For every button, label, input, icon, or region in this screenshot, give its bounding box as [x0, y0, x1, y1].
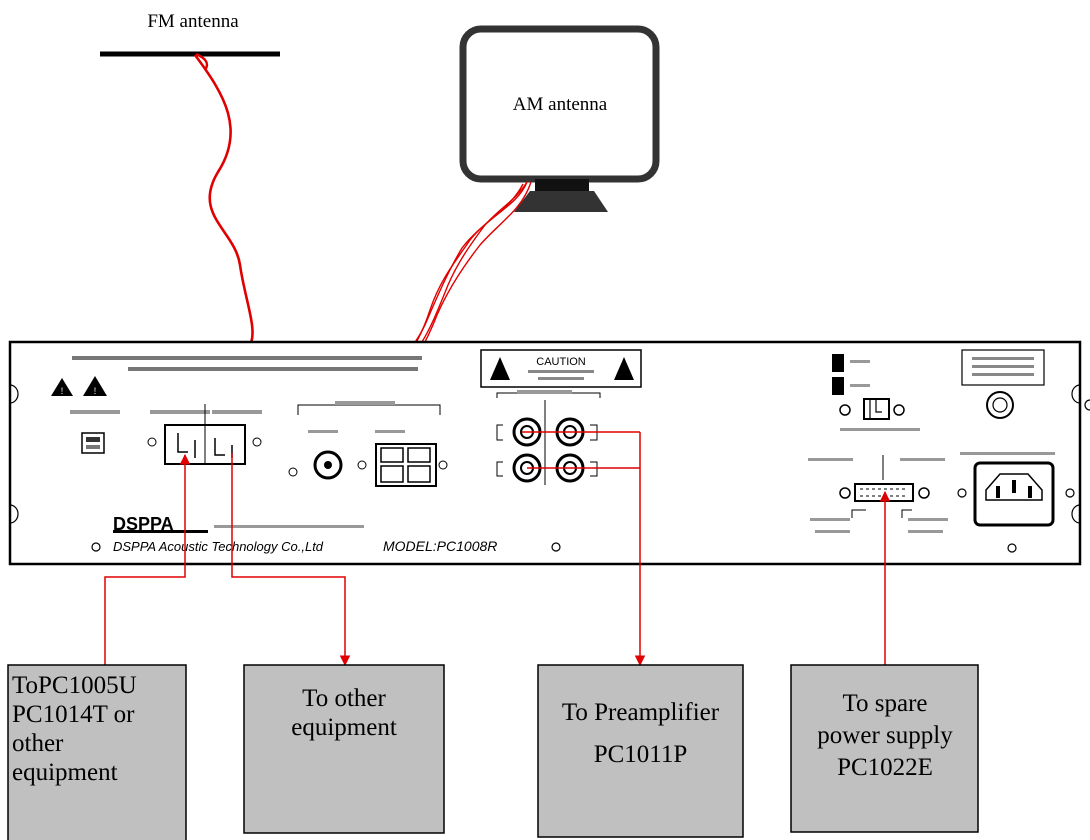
caution-label [480, 349, 642, 388]
dc-terminal-strip [854, 483, 914, 502]
company-name: DSPPA Acoustic Technology Co.,Ltd [113, 539, 324, 554]
destination-line: equipment [291, 714, 397, 741]
destination-line: PC1022E [837, 754, 933, 781]
svg-text:!: ! [61, 386, 64, 396]
destination-line: PC1014T or [12, 701, 135, 728]
destination-box-spare-power [790, 664, 979, 833]
link-data-out [231, 453, 351, 667]
link-data-in [104, 453, 191, 665]
svg-text:!: ! [94, 386, 97, 396]
am-antenna-label: AM antenna [513, 94, 608, 115]
destination-line: To other [302, 685, 386, 712]
am-antenna-stand-base [514, 191, 608, 212]
am-antenna-stand-neck [535, 179, 589, 191]
destination-line: equipment [12, 759, 118, 786]
brand-logo: DSPPA [113, 514, 174, 534]
destination-box-data-in [7, 664, 187, 840]
connection-lines [104, 431, 891, 675]
caution-text: CAUTION [536, 356, 586, 368]
warning-triangle-icon [83, 376, 107, 396]
destination-line: other [12, 730, 64, 757]
destination-box-preamplifier [537, 664, 744, 838]
dip-switch [81, 432, 105, 454]
destination-line: ToPC1005U [12, 672, 137, 699]
destination-line: To spare [842, 690, 928, 717]
fm-cable-hook [195, 52, 209, 71]
destination-line: PC1011P [593, 741, 688, 768]
destination-text-spare-power: To spare power supply PC1022E [800, 688, 970, 784]
destination-line: To Preamplifier [561, 699, 720, 726]
destination-line: power supply [817, 722, 953, 749]
destination-text-data-in: ToPC1005U PC1014T or other equipment [12, 671, 137, 787]
am-antenna: AM antenna [459, 25, 660, 212]
destination-text-data-out: To other equipment [244, 684, 444, 742]
fuse-holder [986, 391, 1014, 419]
destination-box-data-out [243, 664, 445, 834]
warning-triangle-icon [51, 378, 73, 396]
ac-power-inlet [973, 461, 1055, 527]
destination-text-preamplifier: To Preamplifier PC1011P [538, 692, 743, 776]
model-number: MODEL:PC1008R [383, 538, 497, 554]
fm-antenna-label: FM antenna [147, 11, 239, 32]
rear-panel: ! ! CAUTION [8, 340, 1090, 566]
